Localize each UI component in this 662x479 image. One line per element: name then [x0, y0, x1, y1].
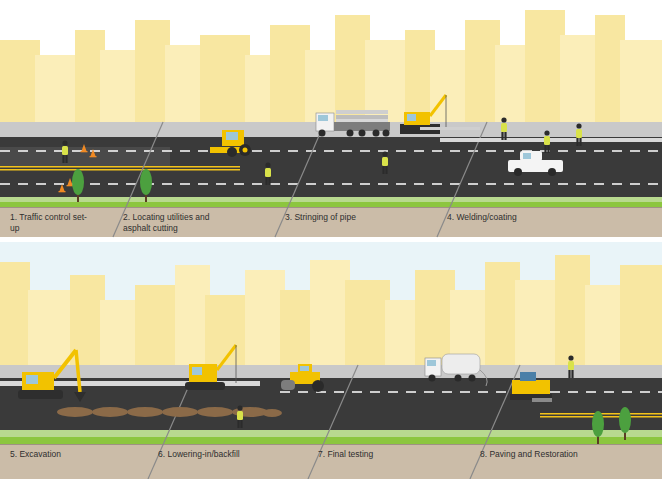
step-label: 3. Stringing of pipe — [285, 212, 425, 223]
step-label-box: 8. Paving and Restoration — [470, 445, 662, 479]
label-band — [0, 444, 662, 479]
skyline — [0, 10, 662, 125]
section-dividers — [148, 365, 520, 479]
pipelayer — [185, 345, 236, 390]
step-label-box: 2. Locating utilities and asphalt cuttin… — [113, 208, 275, 237]
step-label-box: 4. Welding/coating — [437, 208, 662, 237]
top-panel — [0, 0, 662, 237]
step-label: 5. Excavation — [10, 449, 140, 460]
step-label-box: 3. Stringing of pipe — [275, 208, 437, 237]
step-label-box: 7. Final testing — [308, 445, 470, 479]
section-dividers — [113, 122, 487, 237]
label-band — [0, 207, 662, 237]
roller — [281, 364, 324, 392]
step-label: 7. Final testing — [318, 449, 458, 460]
road — [0, 378, 662, 430]
step-label: 4. Welding/coating — [447, 212, 627, 223]
sidewalk — [0, 365, 662, 378]
lane-marks — [280, 391, 662, 393]
road — [0, 137, 662, 197]
step-label: 2. Locating utilities and asphalt cuttin… — [123, 212, 229, 233]
pickup-truck — [508, 151, 563, 176]
lane-marks — [0, 151, 662, 184]
pipe — [440, 138, 662, 142]
asphalt-cutter — [210, 130, 251, 157]
skyline — [0, 255, 662, 365]
paver — [510, 372, 552, 402]
excavator — [18, 350, 86, 402]
bottom-panel — [0, 242, 662, 479]
step-label: 1. Traffic control set-up — [10, 212, 92, 233]
pipe-truck — [316, 110, 390, 137]
step-label-box: 6. Lowering-in/backfill — [148, 445, 308, 479]
grass — [0, 197, 662, 202]
step-label-box: 5. Excavation — [0, 445, 148, 479]
test-truck — [425, 354, 487, 386]
trench-spoil — [57, 407, 282, 417]
step-label-box: 1. Traffic control set-up — [0, 208, 113, 237]
step-label: 6. Lowering-in/backfill — [158, 449, 298, 460]
step-label: 8. Paving and Restoration — [480, 449, 650, 460]
sideboom — [400, 95, 480, 134]
grass — [0, 430, 662, 437]
